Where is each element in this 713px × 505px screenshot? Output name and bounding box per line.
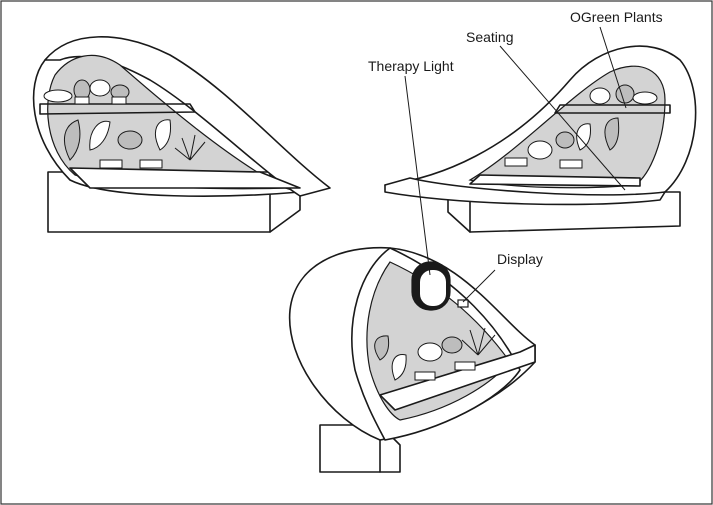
- label-display: Display: [497, 251, 543, 267]
- pod-left-view: [32, 36, 331, 233]
- pod-left-plants-top: [43, 79, 130, 105]
- display-panel: [457, 299, 469, 308]
- callout-lines: [404, 26, 627, 303]
- callout-display: [462, 269, 496, 303]
- callout-therapy-light: [404, 75, 431, 276]
- callout-green-plants: [599, 26, 627, 109]
- pod-right-plants: [504, 84, 658, 169]
- pod-right-view: [384, 45, 697, 233]
- pod-left-plants-lower: [63, 119, 206, 169]
- label-green-plants: OGreen Plants: [570, 9, 663, 25]
- label-therapy-light: Therapy Light: [368, 58, 454, 74]
- pod-front-view: [288, 246, 536, 473]
- pod-front-plants: [374, 327, 496, 381]
- callout-seating: [499, 45, 626, 191]
- label-seating: Seating: [466, 29, 513, 45]
